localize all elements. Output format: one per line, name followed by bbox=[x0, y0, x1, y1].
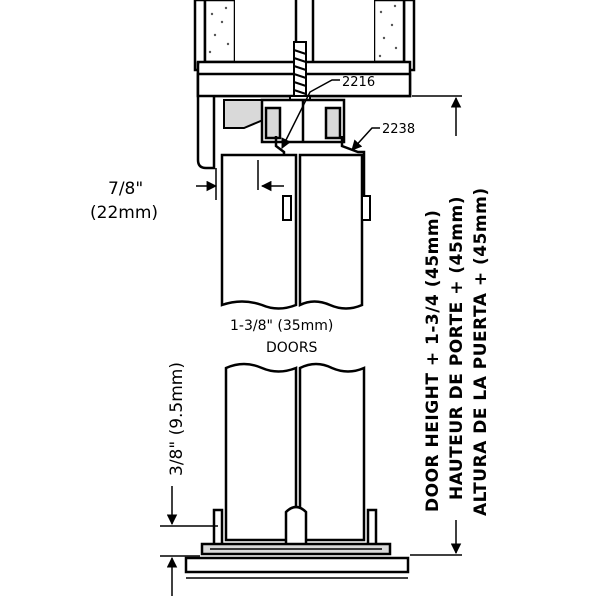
right-wall-stud bbox=[372, 0, 406, 64]
door-thickness-label: 1-3/8" (35mm) bbox=[230, 318, 333, 334]
door-right-upper bbox=[298, 153, 364, 310]
mounting-screw bbox=[289, 41, 311, 103]
overlap-dimension-metric: (22mm) bbox=[90, 203, 158, 223]
door-left-lower bbox=[224, 362, 298, 542]
height-note-spanish: ALTURA DE LA PUERTA + (45mm) bbox=[471, 187, 491, 516]
part-number-2216: 2216 bbox=[342, 75, 375, 90]
floor-clearance-label: 3/8" (9.5mm) bbox=[167, 362, 187, 476]
overlap-dimension-imperial: 7/8" bbox=[108, 179, 143, 199]
door-right-clip bbox=[361, 195, 371, 221]
floor-guide bbox=[200, 505, 392, 556]
door-left-upper bbox=[220, 153, 298, 310]
callout-2238: 2238 bbox=[351, 122, 415, 151]
callout-2216: 2216 bbox=[281, 75, 375, 149]
door-left-clip bbox=[282, 195, 292, 221]
height-dimension bbox=[410, 95, 462, 556]
drywall-speckle bbox=[208, 4, 398, 58]
floor bbox=[184, 556, 410, 579]
door-right-lower bbox=[298, 362, 366, 542]
floor-clearance-dimension bbox=[160, 486, 218, 596]
height-note-french: HAUTEUR DE PORTE + (45mm) bbox=[447, 196, 467, 500]
height-note-english: DOOR HEIGHT + 1-3/4 (45mm) bbox=[423, 210, 443, 512]
part-number-2238: 2238 bbox=[382, 122, 415, 137]
overlap-dimension bbox=[196, 160, 284, 200]
doors-caption: DOORS bbox=[266, 340, 318, 356]
hanger-bracket-right bbox=[340, 136, 366, 215]
